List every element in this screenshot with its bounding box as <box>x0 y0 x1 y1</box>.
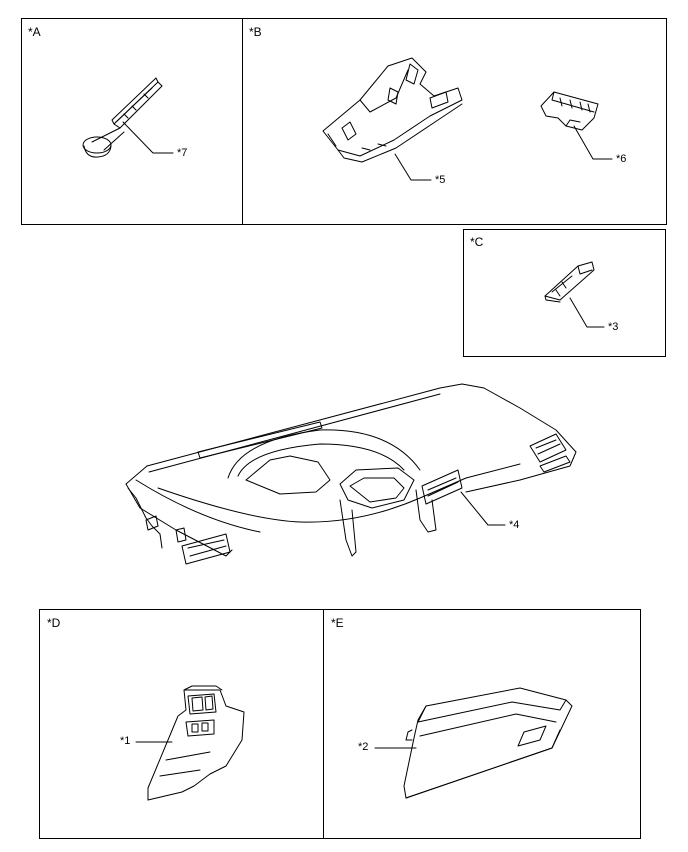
part-2-glove-box <box>404 688 572 798</box>
part-3-part <box>545 262 594 302</box>
part-1-lower-panel <box>148 686 244 800</box>
callout-3: *3 <box>608 321 619 333</box>
callout-4: *4 <box>509 519 520 531</box>
panel-a-label: *A <box>28 25 41 39</box>
leader-3 <box>570 298 604 327</box>
part-7-bracket <box>83 78 162 157</box>
panel-e <box>323 609 641 839</box>
part-4-instrument-panel <box>126 384 576 564</box>
callout-1: *1 <box>120 735 131 747</box>
panel-b <box>242 18 667 225</box>
leader-7 <box>123 122 173 153</box>
callout-7: *7 <box>177 147 188 159</box>
panel-c <box>463 229 666 357</box>
panel-d-label: *D <box>47 616 61 630</box>
panel-b-label: *B <box>249 25 262 39</box>
part-6-bracket <box>541 92 598 130</box>
leader-4 <box>461 492 505 525</box>
part-5-cover <box>323 58 462 162</box>
callout-5: *5 <box>435 174 446 186</box>
panel-c-label: *C <box>470 235 484 249</box>
panel-e-label: *E <box>331 616 344 630</box>
callout-6: *6 <box>616 153 627 165</box>
leader-6 <box>574 126 612 159</box>
callout-2: *2 <box>358 741 369 753</box>
leader-5 <box>395 154 431 180</box>
